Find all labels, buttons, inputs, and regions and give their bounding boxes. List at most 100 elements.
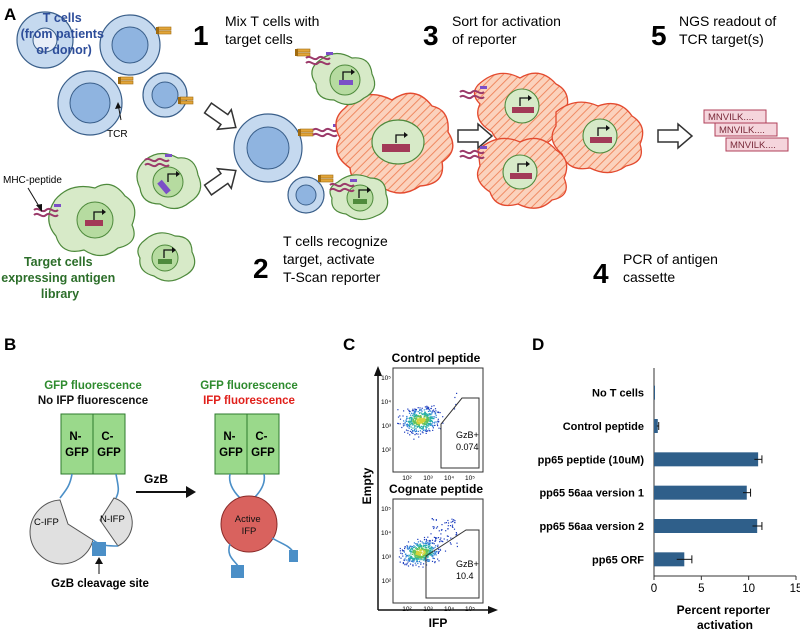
step-1-text: Mix T cells with target cells bbox=[225, 13, 323, 47]
cognate-y-ticks: 10⁵ 10⁴ 10³ 10² bbox=[381, 506, 392, 585]
event-dot bbox=[422, 423, 425, 425]
event-dot bbox=[414, 555, 416, 557]
panel-b: B GFP fluorescence No IFP fluorescence N… bbox=[4, 335, 298, 590]
event-dot bbox=[423, 544, 425, 546]
control-x-tick: 10³ bbox=[423, 475, 433, 482]
control-plot-frame bbox=[392, 367, 484, 473]
event-dot bbox=[431, 412, 433, 414]
event-dot bbox=[414, 554, 417, 556]
event-dot bbox=[434, 553, 436, 555]
event-dot bbox=[439, 549, 442, 551]
event-dot bbox=[428, 417, 430, 419]
event-dot bbox=[418, 556, 420, 558]
event-dot bbox=[422, 423, 424, 425]
event-dot bbox=[412, 548, 414, 550]
event-dot bbox=[404, 553, 407, 555]
event-dot bbox=[427, 419, 429, 421]
event-dot bbox=[409, 563, 412, 565]
event-dot bbox=[408, 421, 410, 423]
event-dot bbox=[431, 539, 434, 541]
event-dot bbox=[419, 409, 422, 411]
cognate-y-tick: 10⁴ bbox=[381, 530, 391, 537]
event-dot bbox=[447, 522, 450, 524]
event-dot bbox=[416, 543, 419, 545]
event-dot bbox=[416, 414, 418, 416]
event-dot bbox=[407, 424, 409, 426]
event-dot bbox=[417, 421, 419, 423]
event-dot bbox=[431, 418, 433, 420]
event-dot bbox=[427, 406, 429, 408]
event-dot bbox=[406, 545, 408, 547]
chart-x-label-line1: Percent reporter bbox=[677, 603, 771, 617]
event-dot bbox=[414, 551, 417, 553]
event-dot bbox=[415, 433, 417, 435]
event-dot bbox=[429, 410, 431, 412]
event-dot bbox=[427, 408, 429, 410]
event-dot bbox=[418, 547, 420, 549]
event-dot bbox=[422, 418, 424, 420]
bar bbox=[654, 452, 759, 467]
event-dot bbox=[426, 550, 428, 552]
event-dot bbox=[424, 412, 426, 414]
event-dot bbox=[418, 566, 420, 568]
x-tick-label: 10 bbox=[742, 583, 755, 595]
event-dot bbox=[424, 560, 426, 562]
event-dot bbox=[451, 526, 453, 528]
event-dot bbox=[405, 555, 408, 557]
event-dot bbox=[397, 422, 399, 424]
event-dot bbox=[430, 408, 432, 410]
event-dot bbox=[408, 558, 410, 560]
event-dot bbox=[453, 528, 456, 530]
panel-c: C Control peptide Cognate peptide GzB+ 0… bbox=[343, 335, 498, 630]
event-dot bbox=[408, 412, 411, 414]
event-dot bbox=[412, 560, 414, 562]
event-dot bbox=[422, 428, 424, 430]
event-dot bbox=[421, 410, 423, 412]
step-5-text: NGS readout of TCR target(s) bbox=[679, 13, 780, 47]
event-dot bbox=[410, 423, 413, 425]
event-dot bbox=[428, 407, 430, 409]
event-dot bbox=[418, 557, 420, 559]
event-dot bbox=[429, 552, 431, 554]
event-dot bbox=[420, 418, 422, 420]
event-dot bbox=[399, 415, 401, 417]
category-label: pp65 ORF bbox=[592, 554, 644, 566]
chart-x-label-line2: activation bbox=[697, 618, 753, 632]
event-dot bbox=[424, 413, 426, 415]
event-dot bbox=[429, 540, 431, 542]
event-dot bbox=[437, 418, 439, 420]
event-dot bbox=[422, 549, 424, 551]
event-dot bbox=[409, 426, 411, 428]
event-dot bbox=[423, 557, 425, 559]
event-dot bbox=[417, 562, 419, 565]
event-dot bbox=[423, 542, 425, 544]
event-dot bbox=[436, 526, 439, 528]
event-dot bbox=[426, 556, 428, 558]
event-dot bbox=[406, 424, 408, 426]
event-dot bbox=[412, 424, 414, 426]
event-dot bbox=[416, 550, 418, 552]
event-dot bbox=[438, 551, 440, 553]
mix-arrow-top bbox=[200, 97, 244, 139]
event-dot bbox=[428, 547, 430, 550]
step-3: 3 Sort for activation of reporter bbox=[423, 13, 561, 51]
event-dot bbox=[428, 425, 430, 427]
event-dot bbox=[425, 426, 427, 428]
event-dot bbox=[423, 545, 426, 547]
event-dot bbox=[420, 546, 422, 548]
event-dot bbox=[405, 429, 408, 431]
event-dot bbox=[422, 432, 424, 434]
event-dot bbox=[407, 559, 409, 561]
event-dot bbox=[438, 560, 440, 562]
event-dot bbox=[430, 416, 432, 419]
event-dot bbox=[413, 558, 415, 560]
event-dot bbox=[431, 554, 433, 556]
event-dot bbox=[426, 543, 428, 545]
x-tick-label: 15 bbox=[790, 583, 800, 595]
event-dot bbox=[441, 529, 443, 531]
event-dot bbox=[432, 425, 434, 428]
event-dot bbox=[413, 417, 415, 419]
event-dot bbox=[425, 420, 427, 422]
event-dot bbox=[417, 415, 419, 417]
